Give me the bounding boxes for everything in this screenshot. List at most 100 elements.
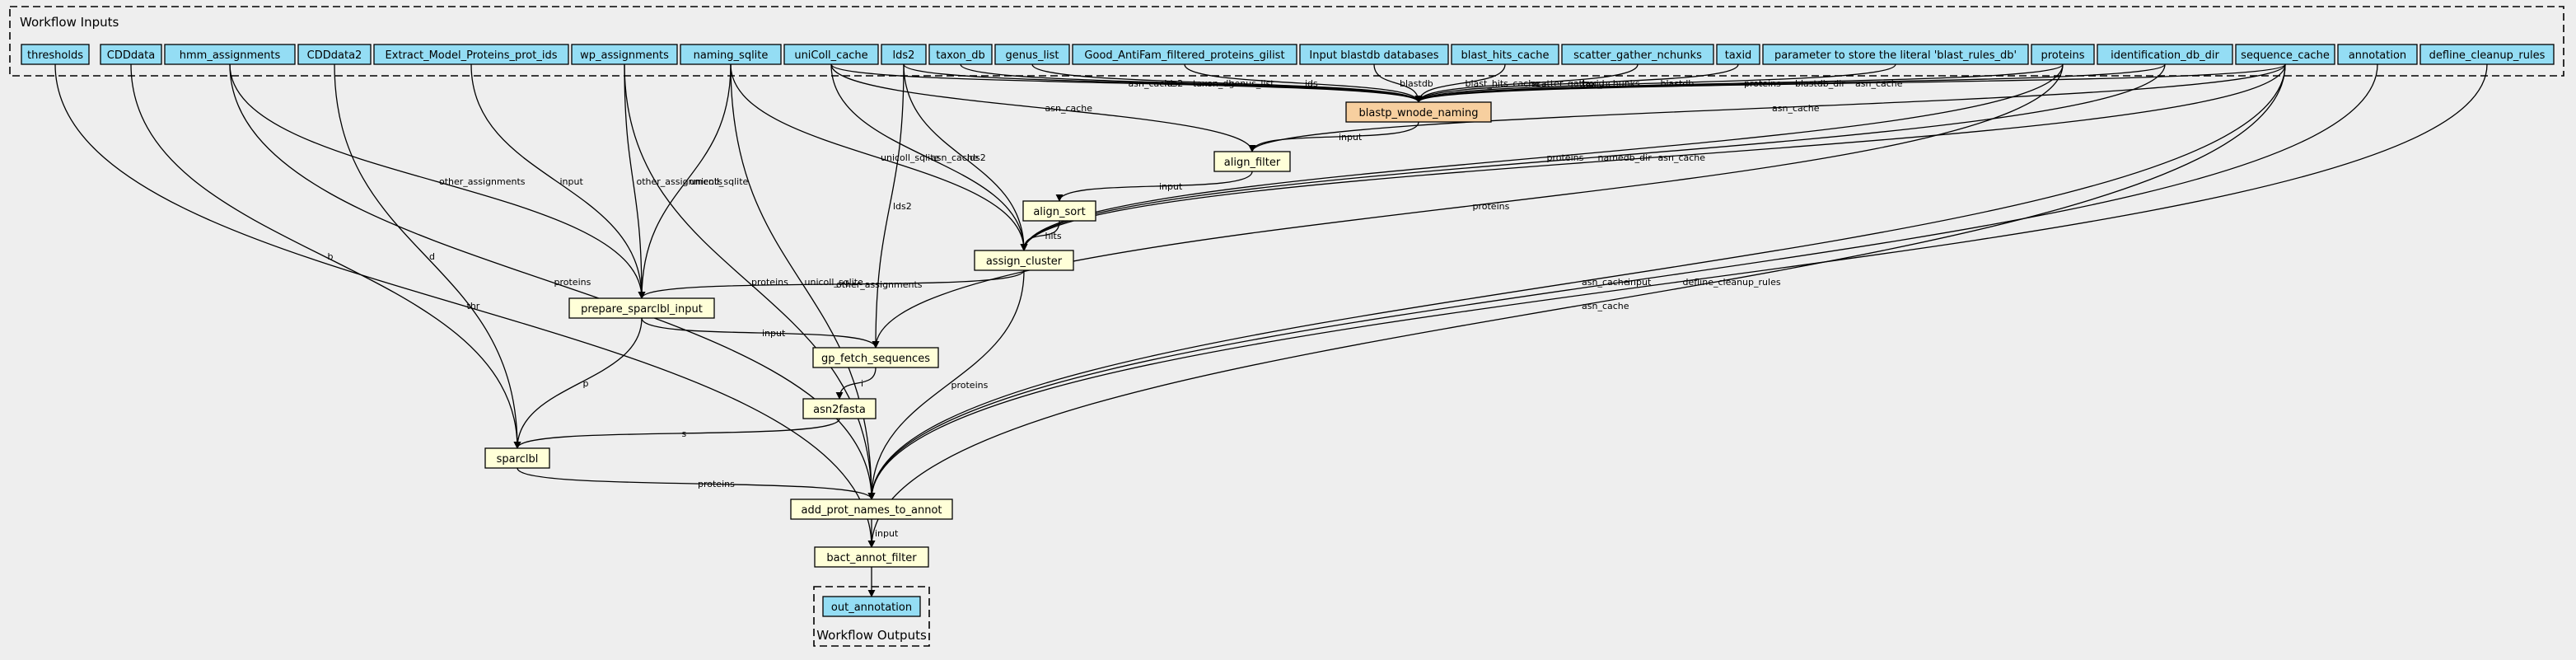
node-label: asn2fasta: [813, 404, 866, 416]
node-box: [994, 44, 1070, 65]
edge-label: asn_cache: [931, 152, 979, 163]
edge-label: proteins: [751, 277, 788, 288]
node-box: [822, 596, 921, 617]
node-box: [1345, 101, 1492, 123]
edge-lds2-to-assign-cluster: [903, 63, 1028, 251]
node-label: CDDdata2: [307, 49, 362, 62]
edge-sequence-cache-to-bact-annot-filter: [867, 63, 2286, 548]
edge-label: blastdb: [1400, 78, 1433, 89]
edge-label: other_assignments: [637, 176, 723, 187]
edge-label: unicoll_sqlite: [690, 176, 749, 187]
node-label: taxon_db: [936, 49, 985, 62]
node-box: [802, 398, 877, 419]
node-label: wp_assignments: [580, 49, 669, 62]
input-node-identification-db-dir: identification_db_dir: [2097, 44, 2233, 65]
node-label: Good_AntiFam_filtered_proteins_gilist: [1084, 49, 1284, 62]
node-label: hmm_assignments: [180, 49, 281, 62]
edge-label: d: [429, 251, 435, 262]
node-box: [974, 250, 1074, 271]
edge-prepare-sparclbl-input-to-sparclbl: [513, 317, 643, 449]
input-node-cdddata2: CDDdata2: [297, 44, 372, 65]
edge-cdddata2-to-sparclbl: [334, 63, 521, 449]
node-label: align_sort: [1033, 206, 1085, 218]
node-box: [783, 44, 879, 65]
edge-scatter-gather-nchunks-to-blastp-wnode-naming: [1414, 63, 1639, 103]
workflow-outputs-title: Workflow Outputs: [816, 628, 927, 643]
edge-unicoll-cache-to-blastp-wnode-naming: [830, 63, 1423, 103]
edge-proteins-to-gp-fetch-sequences: [872, 63, 2064, 349]
edge-thresholds-to-bact-annot-filter: [54, 63, 876, 548]
edge-proteins-to-blastp-wnode-naming: [1414, 63, 2064, 103]
edge-sequence-cache-to-add-prot-names-to-annot: [867, 63, 2286, 500]
node-label: out_annotation: [831, 601, 912, 614]
input-node-lds2: lds2: [881, 44, 927, 65]
edge-asn2fasta-to-sparclbl: [513, 418, 840, 449]
edge-label: input: [560, 176, 584, 187]
edge-assign-cluster-to-add-prot-names-to-annot: [867, 269, 1025, 500]
edge-label: b: [328, 251, 334, 262]
node-box: [571, 44, 678, 65]
edge-label: asn_cache: [1582, 301, 1629, 311]
node-label: proteins: [2041, 49, 2085, 62]
edge-label: proteins: [1473, 201, 1510, 212]
edge-label: blastdb: [1661, 78, 1695, 89]
node-box: [881, 44, 927, 65]
edge-label: i: [861, 378, 863, 389]
edge-label: other_assignments: [836, 279, 923, 290]
edge-identification-db-dir-to-assign-cluster: [1020, 63, 2166, 251]
node-label: taxid: [1725, 49, 1752, 62]
edge-prepare-sparclbl-input-to-gp-fetch-sequences: [641, 317, 880, 349]
node-label: add_prot_names_to_annot: [801, 504, 942, 517]
edge-genus-list-to-blastp-wnode-naming: [1031, 63, 1423, 103]
node-label: annotation: [2349, 49, 2406, 62]
step-node-blastp-wnode-naming: blastp_wnode_naming: [1345, 101, 1492, 123]
node-label: blastp_wnode_naming: [1359, 107, 1479, 119]
node-box: [484, 447, 550, 469]
edge-parameter-to-store-the-literal-blast-rules-db-to-blastp-wnode-naming: [1414, 63, 1896, 103]
step-node-gp-fetch-sequences: gp_fetch_sequences: [812, 347, 939, 368]
edge-label: asn_cache: [1855, 78, 1903, 89]
node-box: [1072, 44, 1297, 65]
input-node-input-blastdb-databases: Input blastdb databases: [1299, 44, 1449, 65]
edge-label: taxon_db: [1193, 78, 1234, 89]
edge-label: hits: [1045, 231, 1062, 241]
edge-label: asn_cache: [1658, 152, 1706, 163]
edge-sequence-cache-to-align-filter: [1248, 63, 2286, 152]
node-label: scatter_gather_nchunks: [1573, 49, 1702, 62]
edge-align-filter-to-align-sort: [1055, 171, 1253, 202]
input-node-cdddata: CDDdata: [100, 44, 162, 65]
edge-label: lds2: [967, 152, 986, 163]
node-label: gp_fetch_sequences: [821, 353, 930, 365]
edge-sequence-cache-to-assign-cluster: [1020, 63, 2286, 251]
edge-label: lds2: [893, 201, 912, 212]
edge-label: input: [875, 528, 899, 539]
input-node-blast-hits-cache: blast_hits_cache: [1451, 44, 1559, 65]
input-node-naming-sqlite: naming_sqlite: [680, 44, 782, 65]
node-box: [1451, 44, 1559, 65]
step-node-align-filter: align_filter: [1213, 151, 1291, 172]
edge-lds2-to-gp-fetch-sequences: [872, 63, 905, 349]
edge-assign-cluster-to-prepare-sparclbl-input: [638, 269, 1025, 299]
node-box: [680, 44, 782, 65]
edge-taxon-db-to-blastp-wnode-naming: [960, 63, 1423, 103]
input-node-proteins: proteins: [2031, 44, 2095, 65]
node-label: defline_cleanup_rules: [2429, 49, 2546, 62]
step-node-asn2fasta: asn2fasta: [802, 398, 877, 419]
input-node-parameter-to-store-the-literal-blast-rules-db: parameter to store the literal 'blast_ru…: [1762, 44, 2029, 65]
edge-label: defline_cleanup_rules: [1683, 277, 1781, 288]
node-box: [164, 44, 296, 65]
node-box: [2419, 44, 2555, 65]
input-node-wp-assignments: wp_assignments: [571, 44, 678, 65]
node-label: bact_annot_filter: [826, 552, 917, 564]
node-box: [814, 546, 929, 568]
edge-sequence-cache-to-blastp-wnode-naming: [1414, 63, 2286, 103]
input-node-annotation: annotation: [2337, 44, 2418, 65]
node-box: [928, 44, 993, 65]
edge-unicoll-cache-to-assign-cluster: [830, 63, 1028, 251]
node-box: [1716, 44, 1760, 65]
edge-defline-cleanup-rules-to-add-prot-names-to-annot: [867, 63, 2488, 500]
edge-label: proteins: [1547, 152, 1584, 163]
node-label: blast_hits_cache: [1461, 49, 1550, 62]
node-box: [100, 44, 162, 65]
